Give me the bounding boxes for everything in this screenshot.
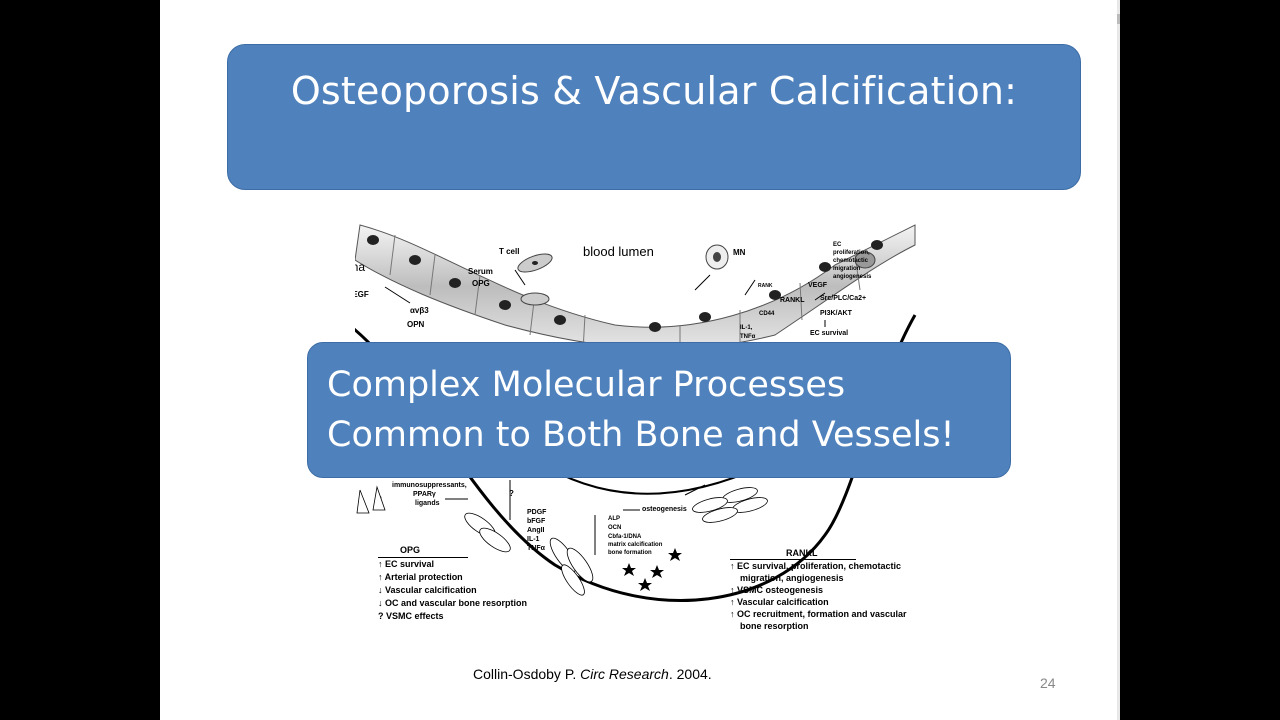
label-alp: ALP [608, 516, 620, 522]
opg-item: ↓ OC and vascular bone resorption [378, 598, 528, 608]
citation-year: . 2004. [668, 666, 712, 682]
label-ec-5: angiogenesis [833, 274, 872, 280]
label-q2: ? [509, 489, 514, 498]
overlay-line-1: Complex Molecular Processes [327, 365, 846, 405]
label-bfgf: bFGF [527, 518, 546, 525]
scrollbar-track[interactable] [1117, 0, 1120, 720]
label-cbfa: Cbfa-1/DNA [608, 534, 642, 540]
label-src: Src/PLC/Ca2+ [820, 295, 866, 302]
label-intima: intima [355, 260, 365, 274]
label-rank: RANK [758, 283, 773, 289]
label-serum: Serum [468, 267, 493, 276]
opg-item: ↓ Vascular calcification [378, 585, 477, 595]
endothelial-nuclei [367, 235, 883, 332]
rankl-item: ↑ Vascular calcification [730, 597, 829, 607]
rankl-item: bone resorption [740, 621, 809, 631]
vascular-calcification-diagram: blood lumen intima T cell Serum OPG MN V… [355, 224, 917, 602]
label-immuno-1: immunosuppressants, [392, 482, 467, 489]
opg-item: ↑ EC survival [378, 559, 435, 569]
label-immuno-3: ligands [415, 500, 440, 507]
arrows-top [384, 269, 826, 327]
label-bone-formation: bone formation [608, 550, 652, 556]
label-t-cell: T cell [499, 247, 519, 256]
overlay-callout-box: Complex Molecular Processes Common to Bo… [307, 342, 1011, 478]
label-rankl-top: RANKL [780, 297, 805, 304]
title-box: Osteoporosis & Vascular Calcification: [227, 44, 1081, 190]
arrows-middle [445, 480, 706, 555]
label-immuno-2: PPARγ [413, 491, 436, 498]
label-vegf-right: VEGF [808, 282, 828, 289]
label-serum-opg: OPG [472, 279, 490, 288]
endothelium-layer [355, 224, 916, 350]
overlay-line-2: Common to Both Bone and Vessels! [327, 415, 955, 455]
page-number: 24 [1040, 675, 1056, 691]
opg-item: ? VSMC effects [378, 611, 444, 621]
label-blood-lumen: blood lumen [583, 244, 654, 259]
citation: Collin-Osdoby P. Circ Research. 2004. [473, 666, 712, 682]
label-il1-top: IL-1, [740, 325, 753, 331]
label-osteogenesis: osteogenesis [642, 506, 687, 513]
rankl-item: ↑ EC survival, proliferation, chemotacti… [730, 561, 902, 571]
label-ec-1: EC [833, 242, 842, 248]
label-mn: MN [733, 248, 746, 257]
label-ec-2: proliferation, [833, 250, 870, 256]
slide: Osteoporosis & Vascular Calcification: [160, 0, 1120, 720]
rankl-legend-heading: RANKL [730, 547, 856, 560]
label-pdgf: PDGF [527, 509, 547, 516]
scrollbar-thumb[interactable] [1117, 14, 1120, 24]
label-ocn: OCN [608, 525, 621, 531]
osteoclast-cells [356, 485, 386, 514]
opg-legend-heading: OPG [378, 544, 468, 558]
label-ec-3: chemotactic [833, 258, 869, 264]
slide-title: Osteoporosis & Vascular Calcification: [290, 69, 1018, 113]
opg-item: ↑ Arterial protection [378, 572, 463, 582]
label-pi3k: PI3K/AKT [820, 310, 853, 317]
label-ec-survival: EC survival [810, 330, 848, 337]
opg-legend-panel: OPG ↑ EC survival ↑ Arterial protection … [378, 544, 548, 623]
rankl-item: ↑ OC recruitment, formation and vascular [730, 609, 907, 619]
citation-journal: Circ Research [580, 666, 669, 682]
label-angii: AngII [527, 527, 545, 534]
label-tnfa-mid: TNFα [527, 545, 546, 552]
rankl-item: migration, angiogenesis [740, 573, 844, 583]
smooth-muscle-cells [464, 487, 768, 596]
rankl-item: ↑ VSMC osteogenesis [730, 585, 824, 595]
label-avb3: αvβ3 [410, 306, 429, 315]
citation-author: Collin-Osdoby P. [473, 666, 577, 682]
label-vegf-left: VEGF [355, 290, 369, 299]
label-tnfa-top: TNFα [740, 334, 756, 340]
label-cd44: CD44 [759, 311, 775, 317]
label-il1-mid: IL-1 [527, 536, 540, 543]
label-matrix: matrix calcification [608, 542, 663, 548]
label-ec-4: migration [833, 266, 861, 272]
label-opn: OPN [407, 320, 425, 329]
rankl-legend-panel: RANKL ↑ EC survival, proliferation, chem… [730, 547, 930, 632]
calcification-stars [622, 548, 682, 591]
